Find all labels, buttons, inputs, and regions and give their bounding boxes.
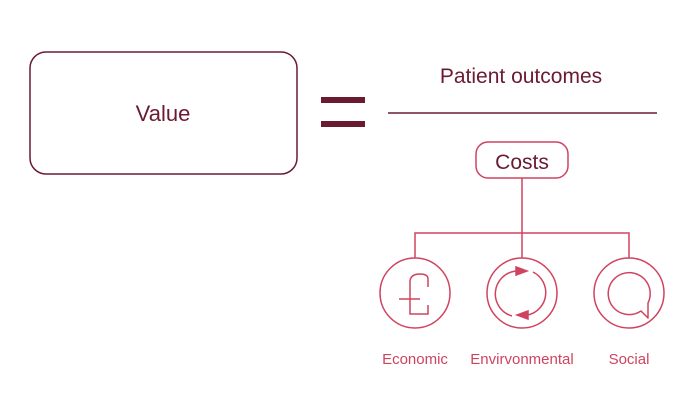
social-node <box>593 257 665 329</box>
economic-node <box>379 257 451 329</box>
equals-sign <box>321 97 365 127</box>
pound-icon <box>399 273 429 315</box>
value-label: Value <box>136 101 191 126</box>
environmental-node <box>486 257 558 329</box>
recycle-arrows-icon <box>494 265 547 321</box>
numerator-label: Patient outcomes <box>440 65 602 88</box>
tree-connectors <box>414 178 630 258</box>
costs-label: Costs <box>495 151 549 174</box>
economic-label: Economic <box>382 351 448 368</box>
speech-bubble-icon <box>607 271 651 319</box>
environmental-label: Envirvonmental <box>470 351 573 368</box>
value-box <box>29 51 298 175</box>
social-label: Social <box>609 351 650 368</box>
